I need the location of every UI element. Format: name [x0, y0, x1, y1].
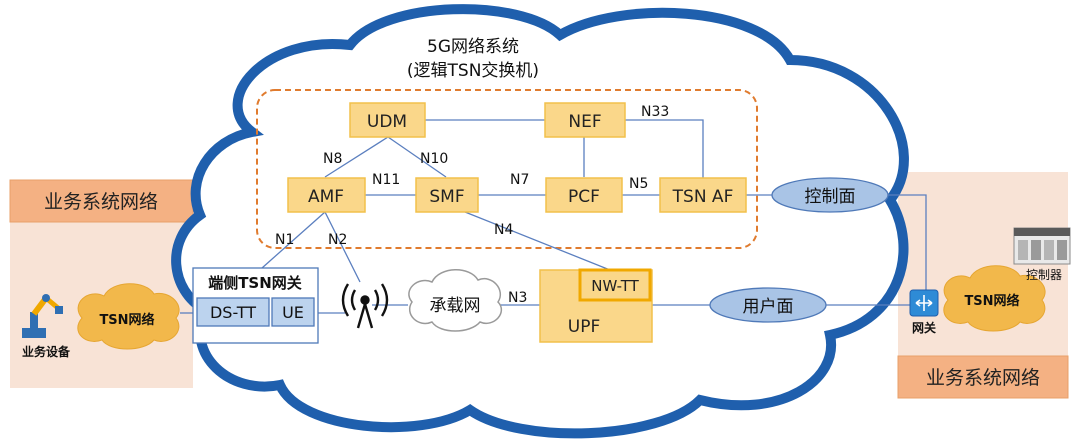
antenna-icon [341, 283, 389, 329]
node-amf: AMF [287, 177, 366, 213]
interface-labels: N33 N8 N10 N11 N7 N5 N1 N2 N4 N3 [275, 104, 669, 306]
control-plane-boundary [256, 89, 758, 249]
left-panel-header-label: 业务系统网络 [44, 191, 158, 213]
user-plane-label: 用户面 [743, 297, 794, 317]
right-tsn-network-cloud [943, 265, 1046, 332]
node-amf-label: AMF [308, 187, 344, 207]
link-smf-upf [464, 211, 611, 271]
node-upf: UPF NW-TT [539, 268, 653, 343]
interface-n7: N7 [510, 172, 529, 188]
link-amf-gateway [261, 211, 326, 269]
node-smf-label: SMF [429, 187, 464, 207]
controller-icon [1013, 227, 1071, 265]
5g-network-cloud [171, 4, 909, 439]
node-nef-label: NEF [568, 112, 601, 132]
interface-n33: N33 [641, 104, 669, 120]
interface-n5: N5 [629, 176, 648, 192]
control-plane-ellipse [771, 177, 889, 213]
node-ue [271, 297, 315, 327]
node-udm-label: UDM [367, 112, 407, 132]
node-ds-tt [196, 297, 270, 327]
left-tsn-network-label: TSN网络 [99, 312, 154, 328]
right-panel-header [897, 355, 1069, 399]
interface-n11: N11 [372, 172, 400, 188]
controller-label: 控制器 [1026, 268, 1062, 282]
left-business-panel: 业务系统网络 [9, 179, 194, 388]
node-pcf-label: PCF [568, 187, 600, 207]
robot-arm-icon [22, 294, 63, 338]
system-title: 5G网络系统 [427, 37, 519, 57]
link-nef-tsnaf [625, 119, 704, 182]
terminal-tsn-gateway-label: 端侧TSN网关 [208, 274, 302, 292]
node-nw-tt [578, 268, 652, 302]
node-tsn-af-label: TSN AF [672, 187, 734, 207]
link-udm-smf [387, 136, 447, 178]
right-business-panel: 业务系统网络 [897, 172, 1069, 399]
system-subtitle: (逻辑TSN交换机) [407, 61, 539, 81]
node-udm: UDM [349, 102, 426, 138]
node-nw-tt-label: NW-TT [591, 277, 639, 295]
node-nef: NEF [544, 102, 626, 138]
right-tsn-network-label: TSN网络 [964, 293, 1019, 309]
right-panel-header-label: 业务系统网络 [926, 367, 1040, 389]
node-smf: SMF [415, 177, 479, 213]
link-control-plane-gateway [888, 194, 927, 290]
node-upf-label: UPF [568, 317, 600, 337]
gateway-icon [909, 289, 939, 317]
interface-n2: N2 [328, 232, 347, 248]
node-ds-tt-label: DS-TT [210, 303, 256, 322]
bearer-network-label: 承载网 [430, 296, 481, 316]
link-udm-amf [324, 136, 389, 178]
interface-n1: N1 [275, 232, 294, 248]
connection-lines [180, 119, 927, 314]
node-ue-label: UE [282, 303, 304, 322]
user-plane-ellipse [709, 287, 827, 323]
interface-n4: N4 [494, 222, 513, 238]
left-tsn-network-cloud [77, 283, 180, 350]
node-pcf: PCF [545, 177, 623, 213]
control-plane-label: 控制面 [805, 187, 856, 207]
bearer-network-cloud [408, 269, 503, 332]
node-tsn-af: TSN AF [659, 177, 747, 213]
link-amf-antenna [324, 211, 361, 283]
gateway-label: 网关 [912, 320, 936, 335]
terminal-tsn-gateway: 端侧TSN网关 DS-TT UE [192, 267, 319, 344]
business-device-label: 业务设备 [22, 344, 71, 359]
interface-n3: N3 [508, 290, 527, 306]
interface-n10: N10 [420, 151, 448, 167]
interface-n8: N8 [323, 151, 342, 167]
left-panel-header [9, 179, 194, 223]
